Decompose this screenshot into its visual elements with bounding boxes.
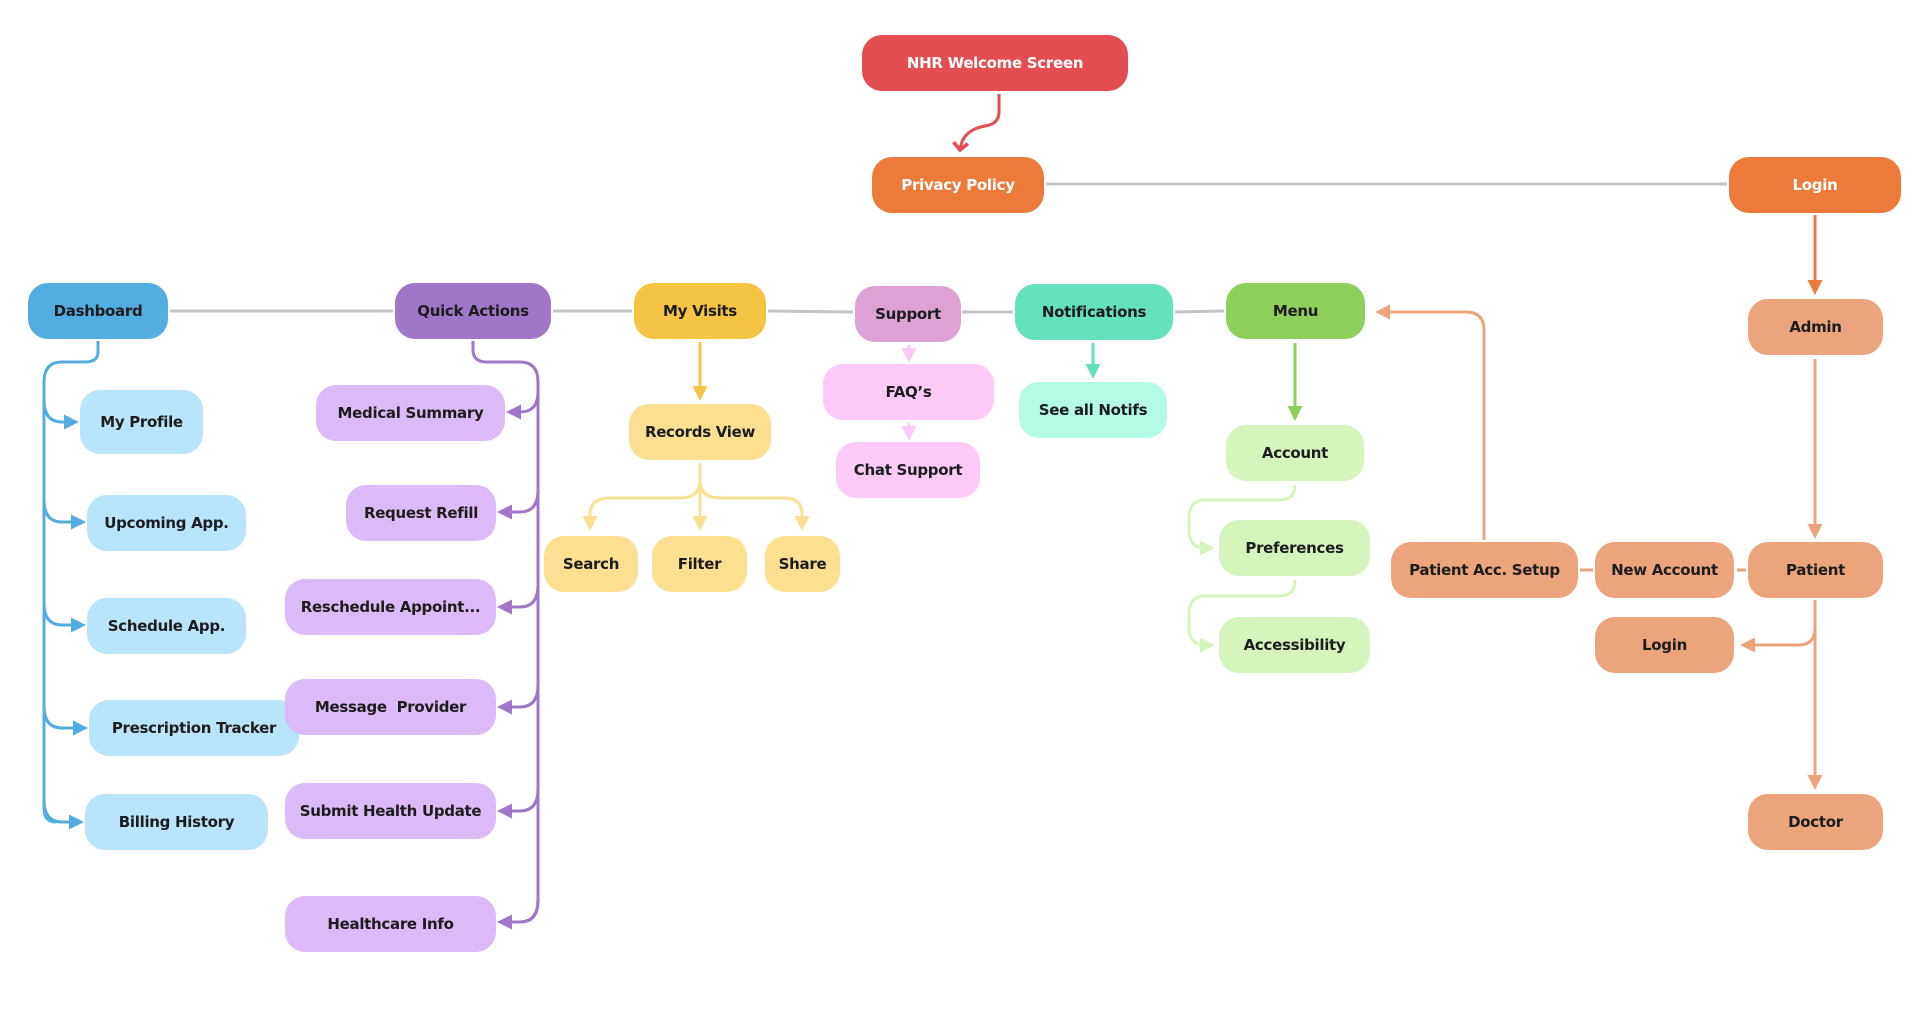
node-new-account[interactable]: New Account xyxy=(1595,542,1734,598)
node-login[interactable]: Login xyxy=(1729,157,1901,213)
dashboard-branch xyxy=(42,341,100,830)
node-billing-history[interactable]: Billing History xyxy=(85,794,268,850)
edge-welcome-privacy xyxy=(952,94,1001,153)
quickactions-branch xyxy=(471,341,540,930)
edge-myvisits-support xyxy=(767,309,854,314)
node-see-all-notifs[interactable]: See all Notifs xyxy=(1019,382,1167,438)
node-request-refill[interactable]: Request Refill xyxy=(346,485,496,541)
node-menu[interactable]: Menu xyxy=(1226,283,1365,339)
account-branch xyxy=(1187,484,1297,653)
node-preferences[interactable]: Preferences xyxy=(1219,520,1370,576)
node-upcoming-app[interactable]: Upcoming App. xyxy=(87,495,246,551)
node-support[interactable]: Support xyxy=(855,286,961,342)
node-my-profile[interactable]: My Profile xyxy=(80,390,203,454)
node-accessibility[interactable]: Accessibility xyxy=(1219,617,1370,673)
node-chat-support[interactable]: Chat Support xyxy=(836,442,980,498)
node-faqs[interactable]: FAQ’s xyxy=(823,364,994,420)
node-notifications[interactable]: Notifications xyxy=(1015,284,1173,340)
node-account[interactable]: Account xyxy=(1226,425,1364,481)
node-nhr-welcome-screen[interactable]: NHR Welcome Screen xyxy=(862,35,1128,91)
node-schedule-app[interactable]: Schedule App. xyxy=(87,598,246,654)
node-share[interactable]: Share xyxy=(765,536,840,592)
records-branch xyxy=(582,463,810,531)
patient-flow xyxy=(1375,304,1823,790)
gray-connectors xyxy=(170,182,1727,314)
node-patient[interactable]: Patient xyxy=(1748,542,1883,598)
node-search[interactable]: Search xyxy=(544,536,638,592)
node-message-provider[interactable]: Message Provider xyxy=(285,679,496,735)
node-healthcare-info[interactable]: Healthcare Info xyxy=(285,896,496,952)
node-patient-acc-setup[interactable]: Patient Acc. Setup xyxy=(1391,542,1578,598)
node-prescription-tracker[interactable]: Prescription Tracker xyxy=(89,700,299,756)
node-medical-summary[interactable]: Medical Summary xyxy=(316,385,505,441)
node-patient-login[interactable]: Login xyxy=(1595,617,1734,673)
node-submit-health-update[interactable]: Submit Health Update xyxy=(285,783,496,839)
node-quick-actions[interactable]: Quick Actions xyxy=(395,283,551,339)
node-admin[interactable]: Admin xyxy=(1748,299,1883,355)
node-dashboard[interactable]: Dashboard xyxy=(28,283,168,339)
node-records-view[interactable]: Records View xyxy=(629,404,771,460)
edge-notifications-menu xyxy=(1174,309,1225,314)
node-reschedule-appoint[interactable]: Reschedule Appoint... xyxy=(285,579,496,635)
node-privacy-policy[interactable]: Privacy Policy xyxy=(872,157,1044,213)
node-doctor[interactable]: Doctor xyxy=(1748,794,1883,850)
node-filter[interactable]: Filter xyxy=(652,536,747,592)
node-my-visits[interactable]: My Visits xyxy=(634,283,766,339)
